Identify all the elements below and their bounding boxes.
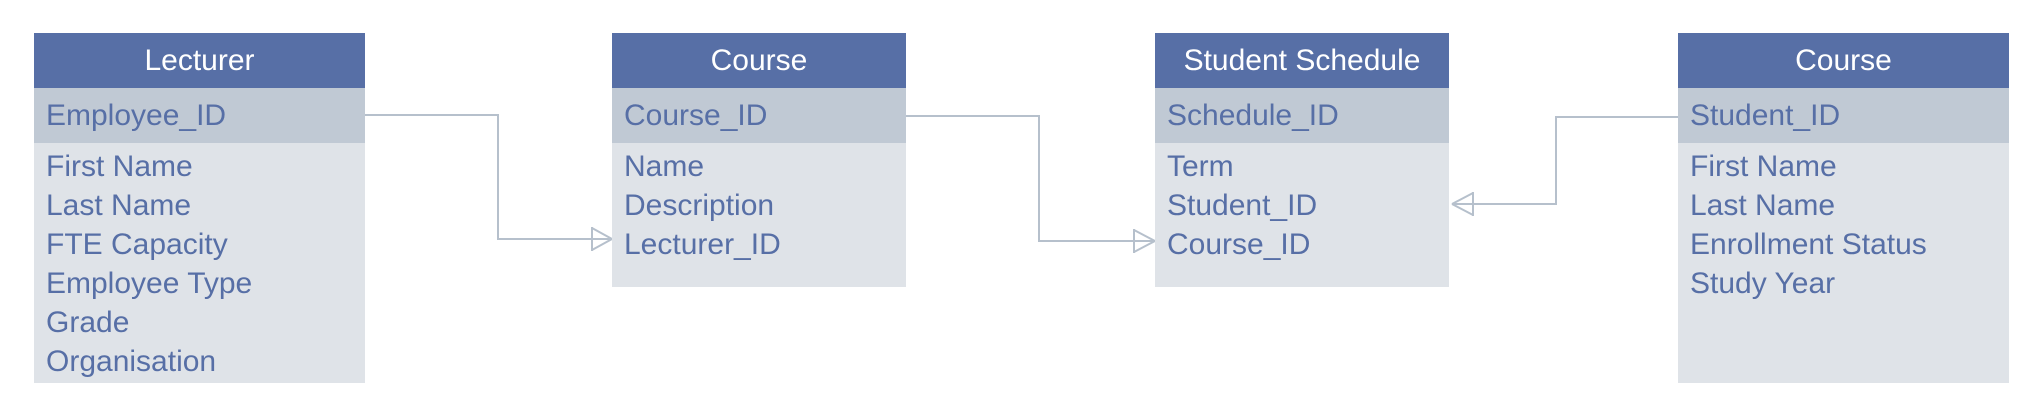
attribute-field: Term xyxy=(1167,150,1234,183)
entity-title: Student Schedule xyxy=(1155,33,1449,88)
attribute-field: Employee Type xyxy=(46,267,253,300)
entity-student-course[interactable]: Course Student_ID First Name Last Name E… xyxy=(1678,33,2009,383)
entity-lecturer[interactable]: Lecturer Employee_ID First Name Last Nam… xyxy=(34,33,365,383)
entity-title: Course xyxy=(1678,33,2009,88)
attribute-field: Organisation xyxy=(46,345,217,378)
attribute-list: Term Student_ID Course_ID xyxy=(1155,143,1449,287)
attribute-field: Study Year xyxy=(1690,267,1836,300)
attribute-list: First Name Last Name Enrollment Status S… xyxy=(1678,143,2009,383)
attribute-field: Student_ID xyxy=(1167,189,1318,222)
connector-student-schedule xyxy=(1451,116,1678,216)
attribute-field: Description xyxy=(624,189,775,222)
attribute-field: Enrollment Status xyxy=(1690,228,1927,261)
attribute-field: First Name xyxy=(46,150,193,183)
primary-key-field: Schedule_ID xyxy=(1155,88,1449,143)
attribute-list: First Name Last Name FTE Capacity Employ… xyxy=(34,143,365,383)
primary-key-field: Course_ID xyxy=(612,88,906,143)
attribute-list: Name Description Lecturer_ID xyxy=(612,143,906,287)
attribute-field: Course_ID xyxy=(1167,228,1311,261)
attribute-field: First Name xyxy=(1690,150,1837,183)
entity-title: Course xyxy=(612,33,906,88)
entity-title: Lecturer xyxy=(34,33,365,88)
entity-student-schedule[interactable]: Student Schedule Schedule_ID Term Studen… xyxy=(1155,33,1449,287)
connector-lecturer-course xyxy=(365,114,613,251)
entity-course[interactable]: Course Course_ID Name Description Lectur… xyxy=(612,33,906,287)
attribute-field: FTE Capacity xyxy=(46,228,228,261)
primary-key-field: Employee_ID xyxy=(34,88,365,143)
connector-course-schedule xyxy=(906,115,1156,253)
attribute-field: Last Name xyxy=(46,189,192,222)
primary-key-field: Student_ID xyxy=(1678,88,2009,143)
attribute-field: Last Name xyxy=(1690,189,1836,222)
attribute-field: Grade xyxy=(46,306,130,339)
attribute-field: Name xyxy=(624,150,705,183)
attribute-field: Lecturer_ID xyxy=(624,228,781,261)
